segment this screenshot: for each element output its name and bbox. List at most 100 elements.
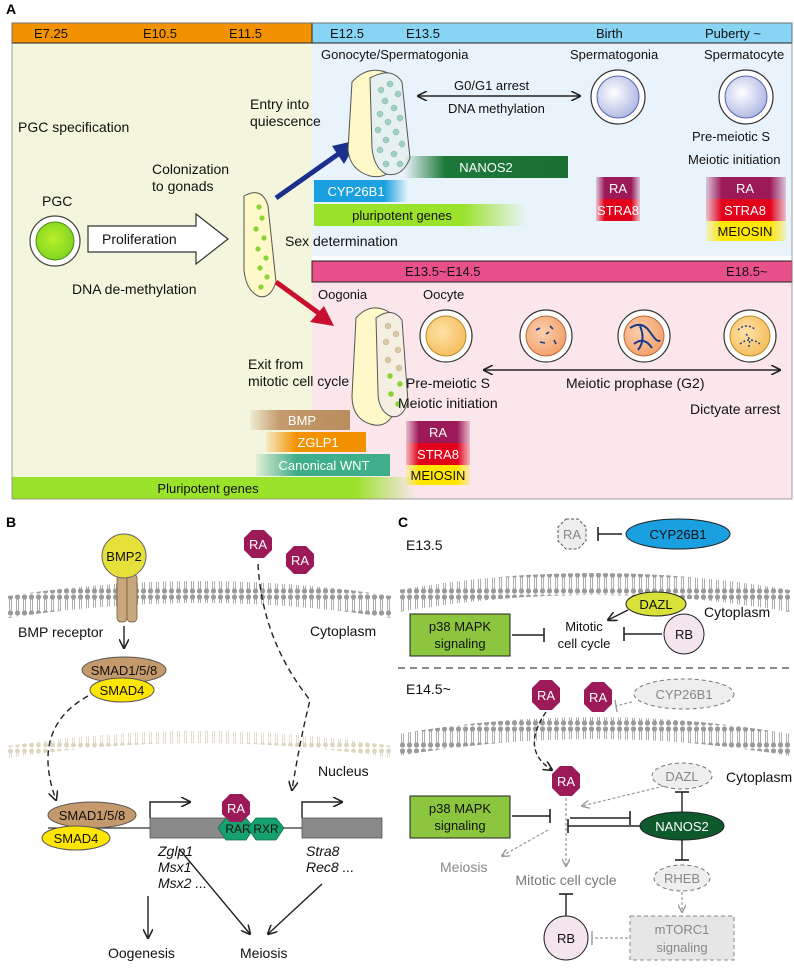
stra8-bar-male-1 [596, 199, 640, 221]
ra-b2-label: RA [291, 553, 309, 568]
female-premeiotic-1: Pre-meiotic S [406, 375, 490, 391]
mitotic-top-label-2: cell cycle [558, 636, 611, 651]
female-premeiotic-2: Meiotic initiation [398, 395, 498, 411]
pgc-label: PGC [42, 193, 72, 209]
male-gonad [347, 69, 411, 178]
ra-octagon-nucleus [222, 794, 250, 822]
stra8-bar-male-2 [706, 199, 786, 221]
smad158-cyto-label: SMAD1/5/8 [91, 663, 157, 678]
rheb-oval [653, 864, 711, 892]
wnt-bar-label: Canonical WNT [278, 458, 369, 473]
sex-determination-label: Sex determination [285, 233, 398, 249]
nucleus-label: Nucleus [318, 763, 369, 779]
ra-b2-octagon [584, 682, 612, 712]
ra-octagon-b2 [286, 546, 314, 574]
timeline-pink [311, 260, 793, 283]
g0g1-label: G0/G1 arrest [454, 78, 530, 93]
gene-zglp1: Zglp1 [157, 843, 193, 859]
cyp26b1-bottom [633, 678, 735, 710]
dazl-bottom [651, 762, 713, 790]
stra8-bar-female [406, 443, 470, 465]
panel-a-letter: A [6, 1, 16, 17]
gene-msx1: Msx1 [158, 859, 191, 875]
meiosin-bar-female-label: MEIOSIN [411, 468, 466, 483]
stra8-bar-female-label: STRA8 [417, 447, 459, 462]
tss-arrow-left [149, 802, 190, 818]
p38-top-label-1: p38 MAPK [429, 619, 491, 634]
zglp1-bar [266, 432, 366, 452]
ra-inner-octagon [552, 766, 580, 796]
spermatocyte-cell-nucleus [724, 75, 768, 119]
entry-quiescence-1: Entry into [250, 96, 309, 112]
male-premeiotic-1: Pre-meiotic S [692, 129, 770, 144]
meiosis-label-b: Meiosis [240, 945, 287, 961]
timeline-birth: Birth [596, 26, 623, 41]
membrane-c-top [398, 573, 790, 612]
ra-b2-text: RA [589, 690, 607, 705]
dna-methylation-label: DNA methylation [448, 101, 545, 116]
female-arrow-line [274, 279, 322, 317]
bmp2-ligand [101, 533, 147, 579]
ra-inner-label: RA [557, 774, 575, 789]
smad4-cyto-label: SMAD4 [100, 683, 145, 698]
oocyte-2 [519, 309, 573, 363]
panel-b: B BMP2 BMP receptor RA RA Cytoplasm SMAD… [6, 514, 392, 961]
pgc-cell-nucleus [35, 221, 75, 261]
rxr-receptor [247, 817, 285, 841]
wnt-bar [256, 454, 390, 476]
rar-label: RAR [225, 822, 251, 836]
gene-stra8: Stra8 [306, 843, 340, 859]
oocyte-4 [723, 309, 777, 363]
cyp26b1-bar-label: CYP26B1 [327, 184, 384, 199]
panel-b-letter: B [6, 514, 16, 530]
ra-nucleus-label: RA [227, 801, 245, 816]
cyp26b1-top [625, 518, 731, 550]
cytoplasm-bottom-label: Cytoplasm [726, 769, 792, 785]
ra-bar-male-1 [596, 177, 640, 199]
panel-c-letter: C [398, 514, 408, 530]
mtorc1-box [629, 915, 735, 961]
e135-label: E13.5 [406, 537, 443, 553]
female-stage2-label: Oocyte [423, 287, 464, 302]
stra8-bar-male-2-label: STRA8 [724, 203, 766, 218]
pluripotent-bar-upper [12, 477, 416, 499]
timeline-e105: E10.5 [143, 26, 177, 41]
gene-msx2: Msx2 ... [158, 875, 207, 891]
cyp26b1-inhibit-bottom [615, 701, 633, 707]
male-arrow-line [274, 147, 346, 201]
cytoplasm-top-label: Cytoplasm [704, 604, 770, 620]
gonad-shape [243, 192, 277, 298]
colonization-label-2: to gonads [152, 178, 214, 194]
ra-top-label: RA [563, 527, 581, 542]
smad4-cyto [89, 677, 155, 703]
p38-top-label-2: signaling [434, 636, 485, 651]
panel-a: A E7.25 E10.5 E11.5 E12.5 E13.5 Birth Pu… [6, 1, 793, 500]
spermatogonia-cell-nucleus [596, 75, 640, 119]
entry-quiescence-2: quiescence [250, 113, 321, 129]
nuclear-membrane-b [8, 731, 392, 758]
p38-top-box [409, 613, 511, 657]
rxr-label: RXR [253, 822, 279, 836]
smad4-nuc [41, 825, 111, 851]
ra-b1-octagon [532, 680, 560, 710]
gene-box-right [301, 817, 383, 839]
bmp-bar-label: BMP [288, 413, 316, 428]
meiosin-bar-male [706, 221, 786, 241]
cyp26b1-top-label: CYP26B1 [649, 527, 706, 542]
dazl-top-label: DAZL [639, 597, 672, 612]
mitotic-c-label: Mitotic cell cycle [515, 872, 616, 888]
timeline-e115: E11.5 [229, 26, 262, 41]
rheb-label: RHEB [664, 871, 700, 886]
timeline-puberty: Puberty ~ [705, 26, 761, 41]
mitotic-top-label-1: Mitotic [565, 619, 603, 634]
tss-arrow-right [301, 802, 342, 818]
nanos2-bar [404, 156, 568, 178]
zglp1-bar-label: ZGLP1 [297, 435, 338, 450]
ra-bar-male-2-label: RA [736, 181, 754, 196]
mtorc1-label-1: mTORC1 [655, 922, 710, 937]
p38-bottom-label-1: p38 MAPK [429, 801, 491, 816]
bmp-receptor-label: BMP receptor [18, 624, 104, 640]
ra-bar-male-2 [706, 177, 786, 199]
female-stage1-label: Oogonia [318, 287, 368, 302]
